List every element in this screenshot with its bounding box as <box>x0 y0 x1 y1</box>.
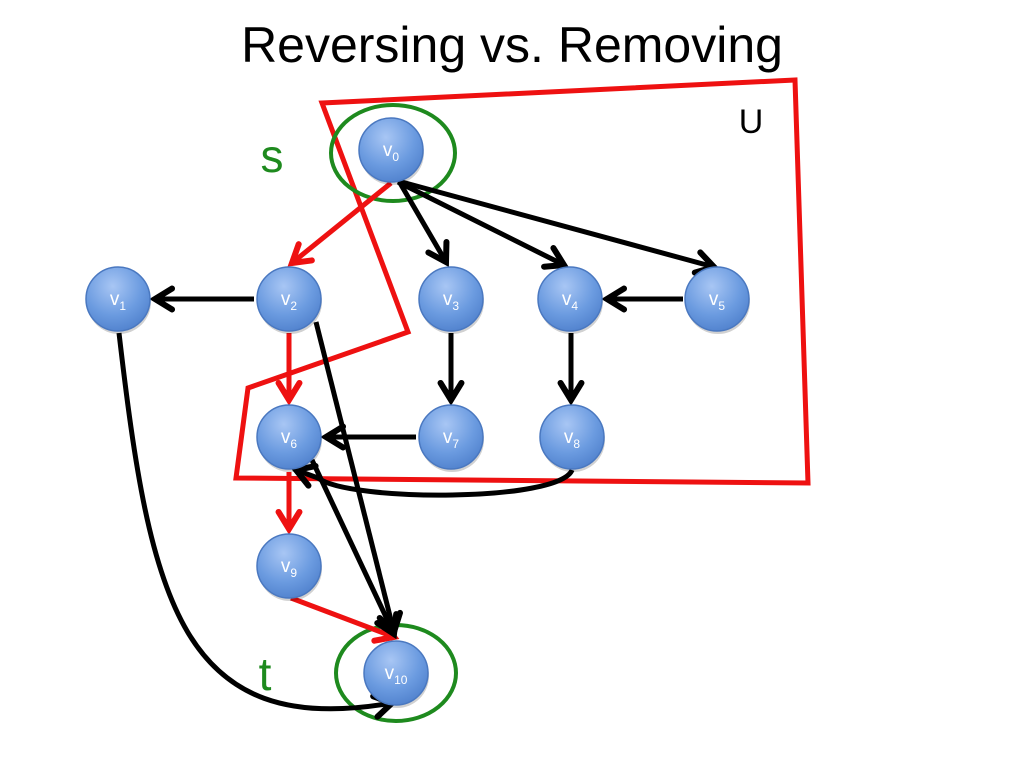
arrowhead <box>374 611 400 640</box>
edge-v6-v10 <box>309 458 400 640</box>
edge-v2-v1 <box>149 285 254 313</box>
node-label: v3 <box>443 289 460 313</box>
edge-line <box>290 181 393 265</box>
edge-v0-v3 <box>397 181 450 267</box>
edge-v8-v6 <box>290 463 575 498</box>
arrowhead <box>601 285 628 313</box>
arrowhead <box>557 379 585 406</box>
node-label: v2 <box>281 289 298 313</box>
region-u-label: U <box>739 103 764 141</box>
source-label: s <box>261 130 284 182</box>
node-circle <box>85 266 151 332</box>
arrowhead <box>320 423 347 451</box>
node-circle <box>684 266 750 332</box>
node-circle <box>256 533 322 599</box>
node-circle <box>256 266 322 332</box>
node-circle <box>418 404 484 470</box>
node-circle <box>358 117 424 183</box>
edge-line <box>397 181 449 264</box>
node-label: v10 <box>385 663 408 687</box>
node-label: v4 <box>562 289 579 313</box>
node-label: v8 <box>564 427 581 451</box>
arrowhead <box>275 508 303 535</box>
source-ring <box>329 103 457 203</box>
edge-v6-v9 <box>275 472 303 535</box>
node-circle <box>539 404 605 470</box>
sink-label: t <box>259 648 272 700</box>
edge-v5-v4 <box>601 285 683 313</box>
arrowhead <box>290 463 319 489</box>
node-v8: v8 <box>539 404 605 472</box>
node-v1: v1 <box>85 266 151 334</box>
edge-line <box>290 595 395 640</box>
node-v9: v9 <box>256 533 322 601</box>
edge-line <box>396 179 566 268</box>
arrowhead <box>425 239 450 267</box>
edge-curve <box>295 467 575 498</box>
node-circle <box>537 266 603 332</box>
edge-v4-v8 <box>557 333 585 406</box>
node-v10: v10 <box>363 640 429 708</box>
node-v4: v4 <box>537 266 603 334</box>
slide-title: Reversing vs. Removing <box>241 17 783 73</box>
node-v7: v7 <box>418 404 484 472</box>
edge-line <box>313 321 397 633</box>
node-label: v7 <box>443 427 460 451</box>
node-v2: v2 <box>256 266 322 334</box>
edge-line <box>397 178 715 270</box>
arrowhead <box>437 379 465 406</box>
arrowhead <box>149 285 176 313</box>
edge-line <box>309 458 397 636</box>
edge-v1-v10 <box>116 332 398 720</box>
node-v5: v5 <box>684 266 750 334</box>
node-circle <box>418 266 484 332</box>
node-label: v9 <box>281 556 298 580</box>
node-label: v1 <box>110 289 127 313</box>
edge-v3-v7 <box>437 333 465 406</box>
node-circle <box>256 404 322 470</box>
edge-curve <box>116 332 393 712</box>
edge-v7-v6 <box>320 423 416 451</box>
edge-v0-v4 <box>396 179 570 270</box>
node-v6: v6 <box>256 404 322 472</box>
node-v3: v3 <box>418 266 484 334</box>
node-label: v0 <box>383 140 400 164</box>
node-label: v5 <box>709 289 726 313</box>
node-circle <box>363 640 429 706</box>
node-v0: v0 <box>358 117 424 185</box>
node-label: v6 <box>281 427 298 451</box>
arrowhead <box>287 241 315 267</box>
edge-v2-v6 <box>275 333 303 406</box>
arrowhead <box>541 245 570 270</box>
arrowhead <box>275 379 303 406</box>
region-u-boundary <box>233 77 811 486</box>
edge-v0-v2 <box>287 181 393 267</box>
